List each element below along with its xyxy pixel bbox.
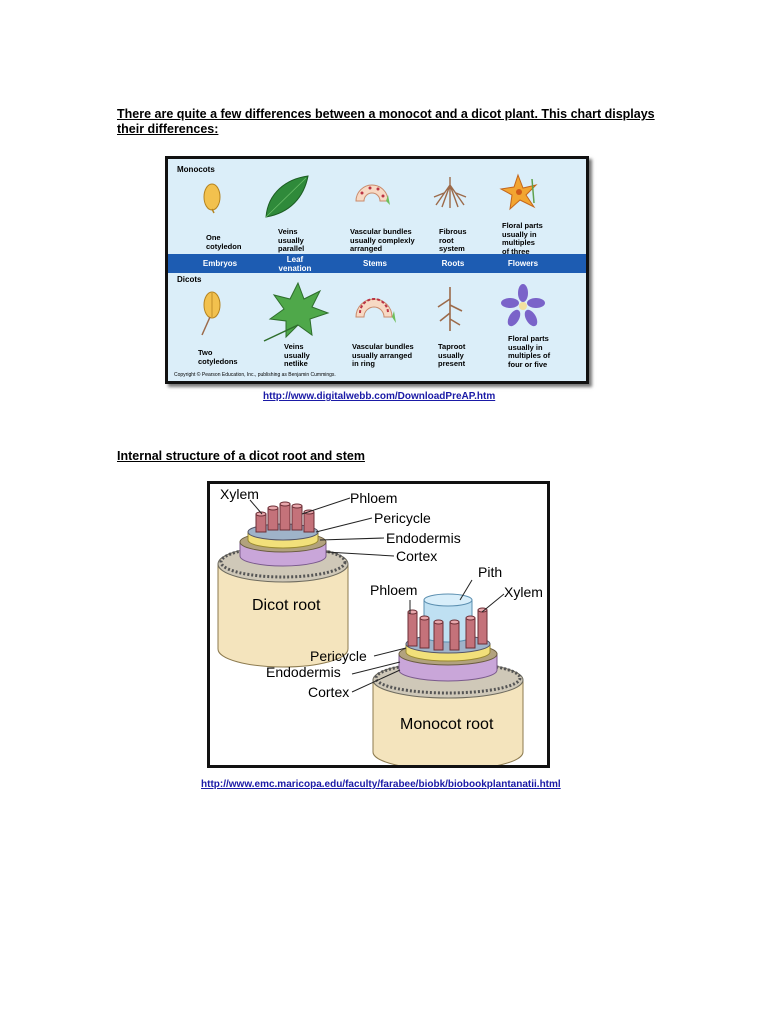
monocot-root-title: Monocot root [400, 716, 494, 733]
dicot-stem-caption: Vascular bundles usually arranged in rin… [352, 342, 414, 368]
dicot-flower-caption: Floral parts usually in multiples of fou… [508, 334, 551, 369]
monocot-pith-label: Pith [478, 564, 503, 580]
monocot-venation-caption: Veins usually parallel [278, 227, 305, 253]
monocot-flower-caption: Floral parts usually in multiples of thr… [502, 221, 543, 256]
copyright-note: Copyright © Pearson Education, Inc., pub… [174, 372, 336, 378]
monocot-stem-icon [355, 184, 390, 205]
category-band: Embryos Leaf venation Stems Roots Flower… [168, 254, 586, 273]
monocot-phloem-label: Phloem [370, 582, 418, 598]
taproot-icon [437, 287, 463, 331]
dicot-stem-icon [355, 298, 396, 323]
category-stems: Stems [362, 259, 387, 268]
dicot-venation-caption: Veins usually netlike [284, 342, 310, 368]
dicot-root-title: Dicot root [252, 597, 321, 614]
root-illustration [217, 497, 524, 765]
monocot-dicot-chart: Monocots One cotyledon Veins usually par… [165, 156, 589, 384]
monocot-root-caption: Fibrous root system [439, 227, 467, 253]
digitalwebb-link[interactable]: http://www.digitalwebb.com/DownloadPreAP… [263, 391, 496, 402]
dicot-flower-icon [501, 284, 545, 327]
dicot-embryo-caption: Two cotyledons [198, 348, 238, 366]
monocot-stem-caption: Vascular bundles usually complexly arran… [350, 227, 415, 253]
monocot-seed-icon [203, 183, 221, 214]
dicot-root-caption: Taproot usually present [438, 342, 466, 368]
dicot-cortex-label: Cortex [396, 548, 438, 564]
maricopa-link[interactable]: http://www.emc.maricopa.edu/faculty/fara… [201, 779, 561, 790]
netlike-leaf-icon [263, 281, 330, 342]
internal-structure-heading: Internal structure of a dicot root and s… [117, 449, 365, 463]
monocot-pericycle-label: Pericycle [310, 648, 367, 664]
monocot-xylem-label: Xylem [504, 584, 543, 600]
category-embryos: Embryos [202, 259, 238, 268]
dicot-phloem-label: Phloem [350, 490, 398, 506]
monocot-flower-icon [499, 173, 538, 211]
fibrous-root-icon [433, 177, 467, 208]
category-leaf-venation: Leaf venation [278, 254, 312, 273]
intro-heading: There are quite a few differences betwee… [117, 107, 655, 136]
root-structure-diagram: Xylem Phloem Pericycle Endodermis Cortex… [207, 481, 550, 768]
category-flowers: Flowers [507, 259, 539, 268]
dicot-endodermis-label: Endodermis [386, 530, 461, 546]
parallel-leaf-icon [265, 175, 309, 218]
dicot-xylem-label: Xylem [220, 486, 259, 502]
dicots-label: Dicots [177, 275, 202, 284]
dicot-pericycle-label: Pericycle [374, 510, 431, 526]
dicot-seed-icon [201, 291, 221, 336]
category-roots: Roots [441, 259, 465, 268]
monocot-embryo-caption: One cotyledon [206, 233, 242, 251]
monocots-label: Monocots [177, 165, 215, 174]
monocot-cortex-label: Cortex [308, 684, 350, 700]
monocot-endodermis-label: Endodermis [266, 664, 341, 680]
